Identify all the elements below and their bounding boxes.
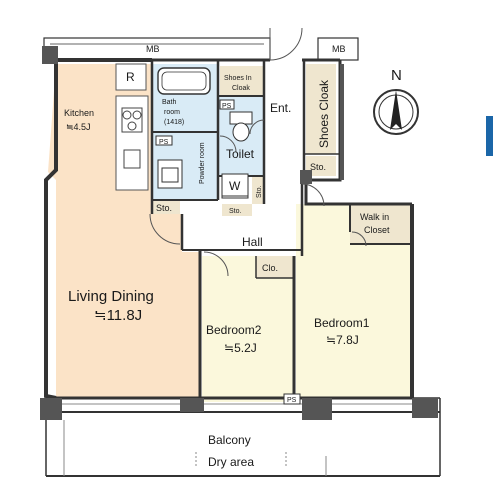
bath-room-label: room [164, 109, 180, 116]
ent-label: Ent. [270, 101, 291, 115]
clo-label: Clo. [262, 263, 278, 273]
shoes-in-cloak-label-2: Cloak [232, 85, 250, 92]
sto-right-label: Sto. [310, 162, 326, 172]
shoes-in-cloak-area [220, 66, 264, 96]
washer-box [221, 173, 249, 197]
balcony-label: Balcony [208, 433, 251, 447]
structural-columns [40, 46, 438, 420]
living-dining-area [48, 64, 200, 398]
powder-room-label: Powder room [199, 142, 206, 184]
walk-in-closet-area [350, 204, 410, 244]
bedroom1-size-label: ≒7.8J [326, 333, 359, 347]
kitchen-size-label: ≒4.5J [66, 122, 91, 132]
sto-small-label: Sto. [256, 185, 263, 198]
kitchen-label: Kitchen [64, 108, 94, 118]
bedroom2-area [202, 256, 294, 402]
ps-bottom-label: PS [287, 397, 297, 404]
bedroom2-label: Bedroom2 [206, 323, 262, 337]
bath-label: Bath [162, 99, 177, 106]
walk-in-closet-label-2: Closet [364, 225, 390, 235]
bedroom1-label: Bedroom1 [314, 316, 370, 330]
living-dining-label: Living Dining [68, 288, 154, 305]
clo-area [256, 256, 294, 278]
accent-tab [486, 116, 493, 156]
shoes-cloak-area [306, 64, 336, 154]
sto-hall-label: Sto. [229, 208, 242, 215]
walk-in-closet-label-1: Walk in [360, 212, 389, 222]
bath-size-label: (1418) [164, 119, 184, 126]
walls [43, 37, 441, 477]
kitchen-fixtures [115, 63, 149, 191]
door-swings [149, 27, 367, 277]
ps-boxes [155, 99, 301, 405]
ps-top-label: PS [222, 103, 232, 110]
r-label: R [126, 70, 135, 84]
toilet-label: Toilet [226, 147, 255, 161]
dry-area-label: Dry area [208, 455, 254, 469]
sto-kitchen-label: Sto. [156, 203, 172, 213]
living-dining-size-label: ≒11.8J [94, 307, 142, 324]
bedroom2-size-label: ≒5.2J [224, 341, 257, 355]
mb-right-label: MB [332, 44, 346, 54]
bedroom1-area [296, 204, 412, 398]
sto-kitchen-area [152, 200, 180, 214]
compass-icon [373, 89, 419, 135]
mb-left-label: MB [146, 44, 160, 54]
sto-small-area [252, 176, 264, 204]
shoes-cloak-label: Shoes Cloak [317, 79, 331, 148]
w-label: W [229, 179, 241, 193]
shoes-in-cloak-label-1: Shoes In [224, 75, 252, 82]
sto-right-area [306, 156, 336, 176]
bath-fixtures [157, 67, 253, 199]
sto-hall-area [222, 204, 252, 216]
ps-kitchen-label: PS [159, 139, 169, 146]
hall-label: Hall [242, 235, 263, 249]
compass-north-label: N [391, 67, 402, 84]
